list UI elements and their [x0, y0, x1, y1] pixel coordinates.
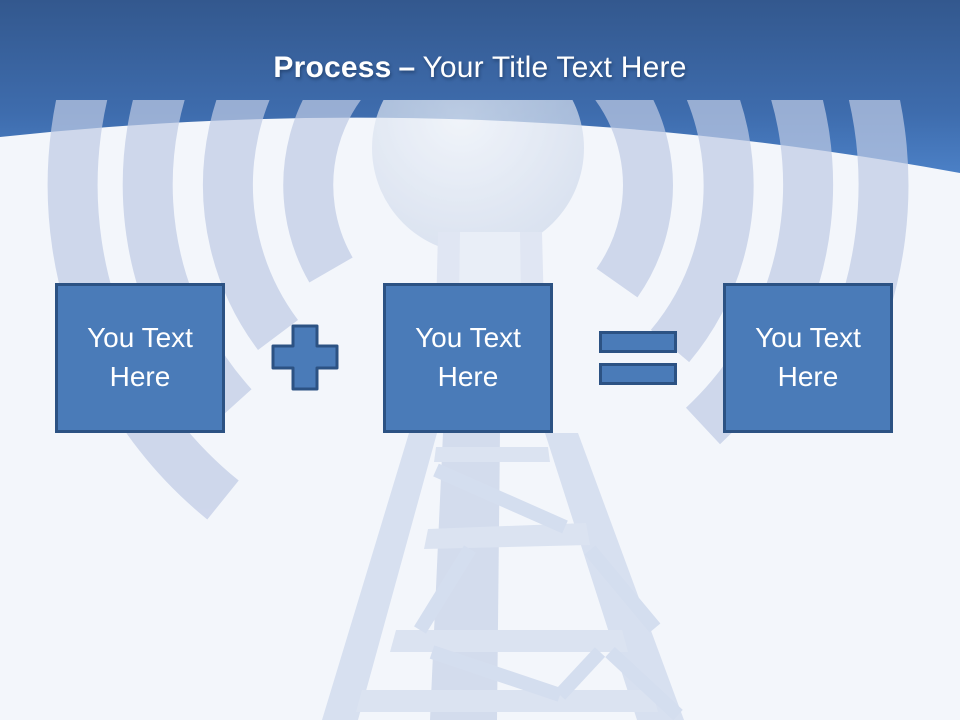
process-box-3-label: You Text Here	[755, 322, 861, 392]
tower-lattice	[322, 433, 684, 720]
slide-title: Process–Your Title Text Here	[0, 51, 960, 85]
title-text: Your Title Text Here	[422, 51, 687, 84]
equals-bar	[599, 331, 677, 353]
process-box-2: You Text Here	[383, 283, 553, 433]
title-separator: –	[398, 51, 416, 84]
process-box-1-label: You Text Here	[87, 322, 193, 392]
process-box-1: You Text Here	[55, 283, 225, 433]
process-box-2-label: You Text Here	[415, 322, 521, 392]
equals-bar	[599, 363, 677, 385]
process-box-3: You Text Here	[723, 283, 893, 433]
header-band	[0, 0, 960, 173]
plus-icon	[271, 324, 339, 391]
title-keyword: Process	[273, 51, 392, 84]
